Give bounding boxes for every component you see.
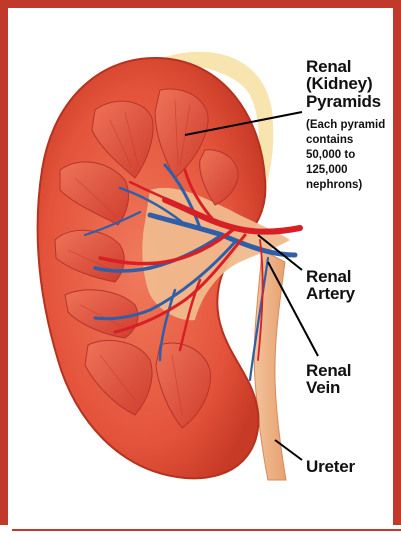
pyramids-label: Renal (Kidney) Pyramids bbox=[306, 58, 381, 110]
ureter-label: Ureter bbox=[306, 458, 355, 475]
pyramids-label-line1: Renal bbox=[306, 58, 381, 75]
pyramids-label-line3: Pyramids bbox=[306, 93, 381, 110]
artery-label-line2: Artery bbox=[306, 285, 355, 302]
pyramids-label-line2: (Kidney) bbox=[306, 75, 381, 92]
vein-label-line2: Vein bbox=[306, 379, 351, 396]
pyramids-note-line4: 125,000 bbox=[306, 163, 385, 178]
pyramids-note: (Each pyramid contains 50,000 to 125,000… bbox=[306, 118, 385, 193]
vein-label-line1: Renal bbox=[306, 362, 351, 379]
pyramids-note-line1: (Each pyramid bbox=[306, 118, 385, 133]
artery-label-line1: Renal bbox=[306, 268, 355, 285]
pyramids-note-line5: nephrons) bbox=[306, 178, 385, 193]
artery-label: Renal Artery bbox=[306, 268, 355, 303]
pyramids-note-line2: contains bbox=[306, 133, 385, 148]
vein-label: Renal Vein bbox=[306, 362, 351, 397]
pyramids-note-line3: 50,000 to bbox=[306, 148, 385, 163]
